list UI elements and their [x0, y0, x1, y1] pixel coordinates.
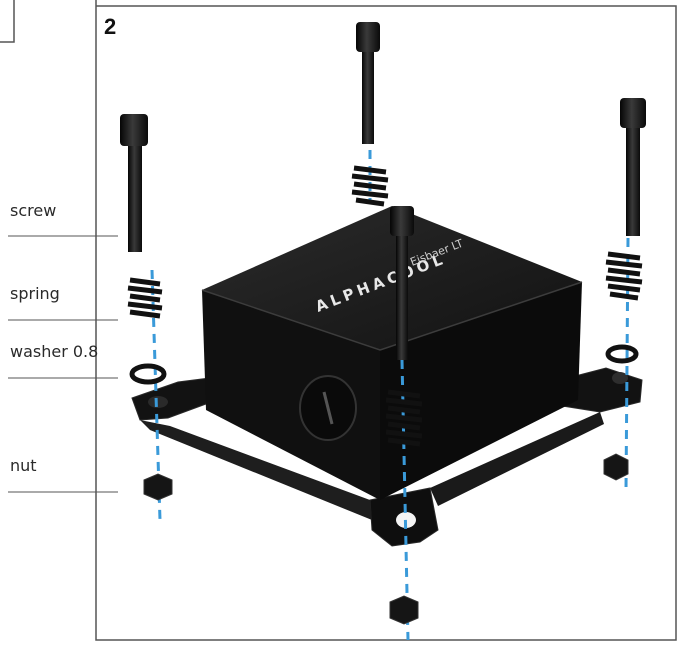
spring-right — [606, 254, 642, 298]
screw-right — [620, 98, 646, 236]
washer-right — [608, 347, 636, 361]
label-spring: spring — [10, 286, 60, 302]
step-number: 2 — [104, 14, 116, 40]
corner-frame-left — [0, 0, 14, 42]
label-nut: nut — [10, 458, 37, 474]
nut-right — [604, 454, 628, 480]
nut-left — [144, 474, 172, 500]
nut-center — [390, 596, 418, 624]
screw-left — [120, 114, 148, 252]
washer-left — [132, 366, 164, 382]
screw-top — [356, 22, 380, 144]
label-washer: washer 0.8 — [10, 344, 98, 360]
spring-left — [128, 280, 162, 316]
label-screw: screw — [10, 203, 56, 219]
